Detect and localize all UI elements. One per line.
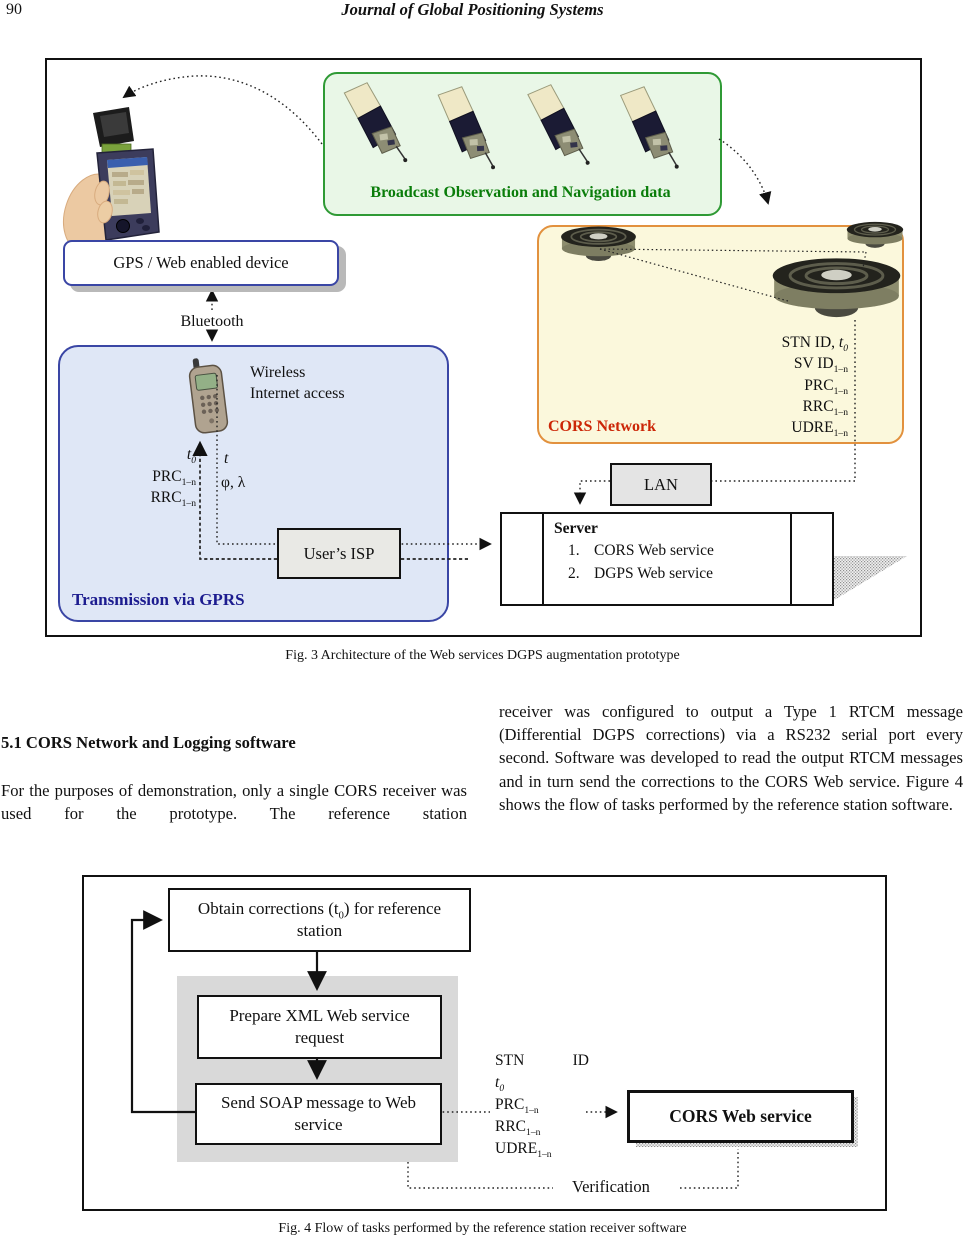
correction-data-labels: t0 PRC1–n RRC1–n: [150, 446, 196, 510]
broadcast-label: Broadcast Observation and Navigation dat…: [370, 184, 671, 201]
fig4-frame: [82, 875, 887, 1211]
obtain-corrections-box: Obtain corrections (t0) for reference st…: [168, 888, 471, 952]
bluetooth-label: Bluetooth: [180, 313, 244, 330]
section-heading: 5.1 CORS Network and Logging software: [1, 733, 296, 752]
server-title: Server: [554, 520, 598, 537]
fig3-frame: [45, 58, 922, 637]
cors-data-labels: STN ID, t0 SV ID1–n PRC1–n RRC1–n UDRE1–…: [781, 334, 848, 440]
server-service-item: 2.DGPS Web service: [568, 565, 714, 582]
server-divider: [542, 514, 544, 604]
fig3-caption: Fig. 3 Architecture of the Web services …: [285, 648, 680, 663]
gps-device-box: GPS / Web enabled device: [63, 240, 339, 286]
lan-box: LAN: [610, 463, 712, 506]
server-service-item: 1.CORS Web service: [568, 542, 714, 559]
verification-label: Verification: [568, 1177, 654, 1197]
journal-title: Journal of Global Positioning Systems: [341, 0, 604, 19]
prepare-request-box: Prepare XML Web service request: [197, 995, 442, 1059]
gprs-transmission-label: Transmission via GPRS: [72, 590, 245, 609]
lan-label: LAN: [644, 474, 678, 494]
gps-device-label: GPS / Web enabled device: [113, 253, 289, 272]
server-box: Server 1.CORS Web service 2.DGPS Web ser…: [500, 512, 834, 606]
page-number: 90: [6, 1, 22, 18]
time-label: t: [224, 450, 229, 467]
cors-network-label: CORS Network: [548, 418, 656, 435]
body-paragraph-left: For the purposes of demonstration, only …: [1, 781, 467, 824]
users-isp-label: User’s ISP: [303, 543, 375, 563]
position-label: φ, λ: [221, 474, 246, 491]
body-paragraph-right: receiver was configured to output a Type…: [499, 702, 963, 814]
cors-web-service-box: CORS Web service: [627, 1090, 854, 1143]
server-divider: [790, 514, 792, 604]
fig4-caption: Fig. 4 Flow of tasks performed by the re…: [278, 1221, 687, 1236]
send-soap-box: Send SOAP message to Web service: [195, 1083, 442, 1145]
wireless-access-label: Wireless Internet access: [250, 364, 345, 402]
users-isp-box: User’s ISP: [277, 528, 401, 579]
